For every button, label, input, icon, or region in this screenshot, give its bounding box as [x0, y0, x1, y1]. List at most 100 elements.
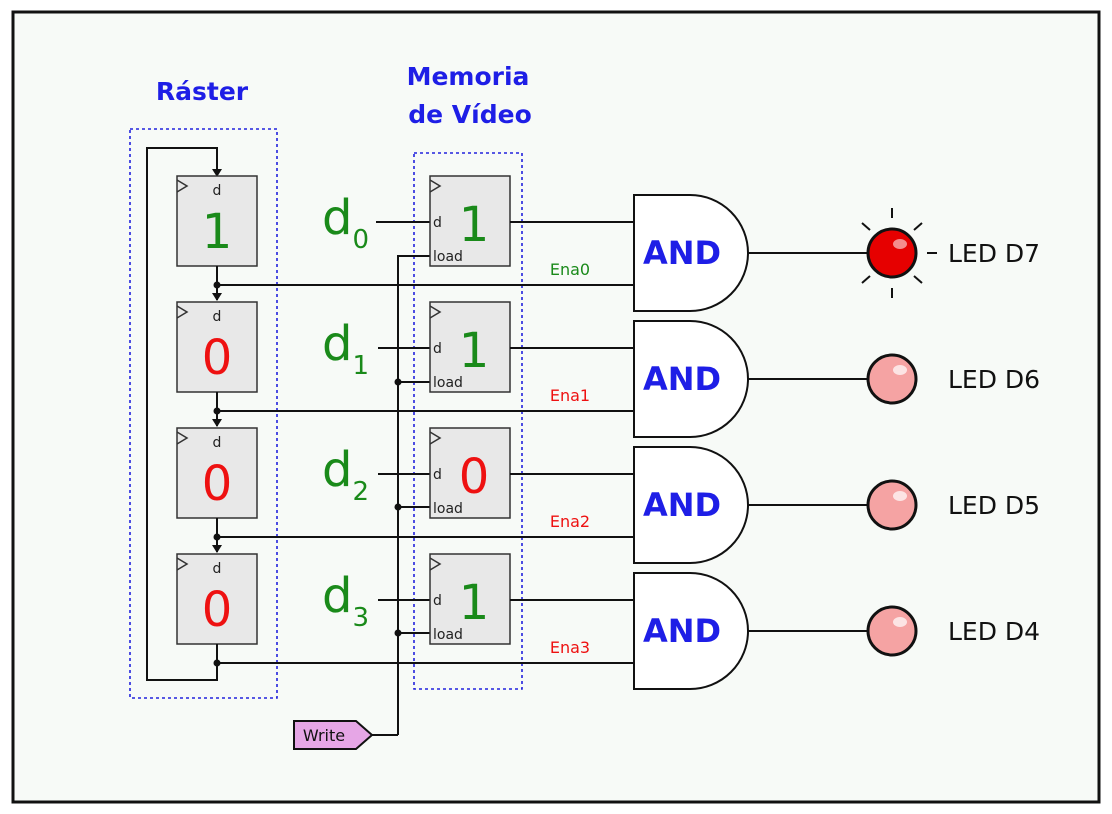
- memory-value: 1: [459, 575, 490, 631]
- and-gate-label: AND: [643, 234, 721, 272]
- led-label: LED D4: [948, 617, 1040, 646]
- memory-ff-load-label: load: [433, 627, 463, 643]
- data-input-symbol: d: [322, 568, 352, 624]
- raster-value: 0: [202, 330, 233, 386]
- led-label: LED D7: [948, 239, 1040, 268]
- memory-ff-d-label: d: [433, 341, 442, 357]
- memory-ff-body: [429, 427, 511, 519]
- write-bus: [372, 255, 430, 736]
- raster-ff-d-label: d: [213, 435, 222, 451]
- led-1: LED D6: [866, 353, 1040, 405]
- raster-ff-d-label: d: [213, 561, 222, 577]
- and-gate-body: [633, 194, 749, 312]
- raster-ff-body: [176, 301, 258, 393]
- svg-text:d2: d2: [322, 442, 369, 507]
- raster-flipflop-2: d0: [176, 427, 258, 519]
- raster-value: 0: [202, 582, 233, 638]
- raster-flipflop-3: d0: [176, 553, 258, 645]
- and-gate-body: [633, 320, 749, 438]
- raster-group-box: [129, 128, 278, 699]
- led-0: LED D7: [861, 208, 1040, 298]
- raster-flipflop-0: d1: [176, 175, 258, 267]
- memoria-group-box: [413, 152, 523, 690]
- and-gate-label: AND: [643, 612, 721, 650]
- data-input-subscript: 2: [352, 477, 369, 507]
- led-label: LED D5: [948, 491, 1040, 520]
- and-gate-label: AND: [643, 360, 721, 398]
- data-input-subscript: 0: [352, 225, 369, 255]
- led-light-icon: [866, 227, 918, 279]
- write-label: Write: [303, 726, 345, 745]
- memory-ff-d-label: d: [433, 467, 442, 483]
- led-light-icon: [866, 479, 918, 531]
- raster-value: 1: [202, 204, 233, 260]
- raster-ff-body: [176, 175, 258, 267]
- memory-ff-d-label: d: [433, 215, 442, 231]
- memory-value: 0: [459, 449, 490, 505]
- clock-icon: [176, 305, 189, 319]
- clock-icon: [176, 431, 189, 445]
- led-label: LED D6: [948, 365, 1040, 394]
- write-input[interactable]: Write: [293, 720, 374, 750]
- svg-text:d3: d3: [322, 568, 369, 633]
- clock-icon: [429, 305, 442, 319]
- data-input-d0: d0: [322, 190, 430, 255]
- led-2: LED D5: [866, 479, 1040, 531]
- clock-icon: [176, 179, 189, 193]
- enable-label: Ena1: [550, 386, 590, 405]
- clock-icon: [176, 557, 189, 571]
- data-input-d2: d2: [322, 442, 430, 507]
- memory-ff-load-label: load: [433, 375, 463, 391]
- and-gate-0: AND: [633, 194, 749, 312]
- raster-title: Ráster: [156, 77, 249, 106]
- data-input-d3: d3: [322, 568, 430, 633]
- enable-label: Ena0: [550, 260, 590, 279]
- led-3: LED D4: [866, 605, 1040, 657]
- clock-icon: [429, 557, 442, 571]
- data-input-symbol: d: [322, 190, 352, 246]
- raster-ff-body: [176, 553, 258, 645]
- diagram-frame: [11, 10, 1101, 804]
- memory-ff-d-label: d: [433, 593, 442, 609]
- enable-label: Ena3: [550, 638, 590, 657]
- memory-ff-load-label: load: [433, 249, 463, 265]
- memoria-title-line1: Memoria: [407, 62, 530, 91]
- and-gate-2: AND: [633, 446, 749, 564]
- svg-text:d0: d0: [322, 190, 369, 255]
- raster-ff-body: [176, 427, 258, 519]
- raster-ff-d-label: d: [213, 183, 222, 199]
- data-input-symbol: d: [322, 442, 352, 498]
- and-gate-label: AND: [643, 486, 721, 524]
- data-input-d1: d1: [322, 316, 430, 381]
- led-light-icon: [866, 353, 918, 405]
- memory-value: 1: [459, 197, 490, 253]
- data-input-subscript: 1: [352, 351, 369, 381]
- and-gate-1: AND: [633, 320, 749, 438]
- memory-ff-load-label: load: [433, 501, 463, 517]
- memoria-title-line2: de Vídeo: [408, 100, 532, 129]
- raster-flipflop-1: d0: [176, 301, 258, 393]
- data-input-subscript: 3: [352, 603, 369, 633]
- data-input-symbol: d: [322, 316, 352, 372]
- raster-value: 0: [202, 456, 233, 512]
- clock-icon: [429, 431, 442, 445]
- and-gate-body: [633, 572, 749, 690]
- enable-label: Ena2: [550, 512, 590, 531]
- raster-ff-d-label: d: [213, 309, 222, 325]
- and-gate-body: [633, 446, 749, 564]
- memory-ff-body: [429, 301, 511, 393]
- clock-icon: [429, 179, 442, 193]
- memory-ff-body: [429, 553, 511, 645]
- memory-value: 1: [459, 323, 490, 379]
- and-gate-3: AND: [633, 572, 749, 690]
- led-light-icon: [866, 605, 918, 657]
